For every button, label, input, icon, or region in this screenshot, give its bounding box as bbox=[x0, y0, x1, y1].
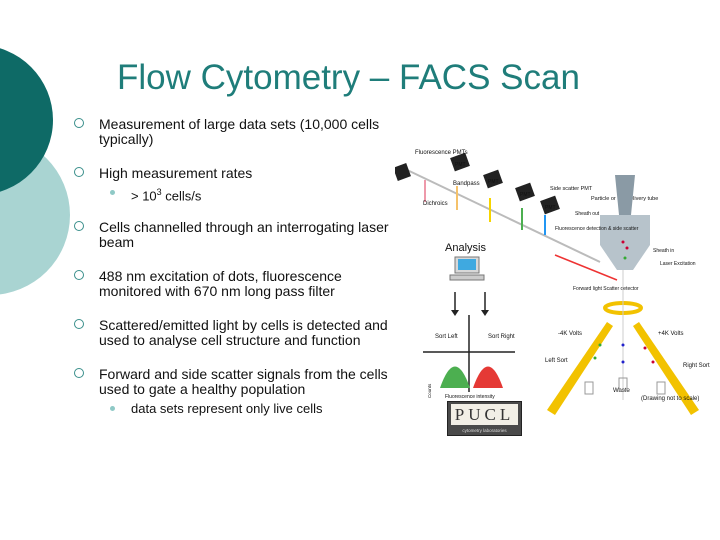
flow-cell bbox=[600, 175, 650, 270]
bullet-marker-icon bbox=[74, 319, 84, 330]
pmt-label: PMT bbox=[455, 162, 466, 168]
side-scatter-pmt-label: Side scatter PMT bbox=[550, 186, 593, 192]
facs-diagram: PMT PMT PMT PMT Fluorescence PMTs Bandpa… bbox=[395, 150, 710, 415]
pmt-label: PMT bbox=[488, 179, 499, 185]
left-sort-label: Left Sort bbox=[545, 358, 568, 364]
bullet-item: 488 nm excitation of dots, fluorescence … bbox=[74, 269, 404, 299]
pmt-label: PMT bbox=[545, 205, 556, 211]
pmt-detectors: PMT PMT PMT PMT bbox=[395, 152, 560, 215]
bullet-list: Measurement of large data sets (10,000 c… bbox=[74, 117, 404, 416]
bullet-item: Scattered/emitted light by cells is dete… bbox=[74, 318, 404, 348]
sort-right-label: Sort Right bbox=[488, 334, 515, 340]
bullet-marker-icon bbox=[74, 368, 84, 379]
pucl-logo: PUCL cytometry laboratories bbox=[447, 401, 522, 436]
neg-volts-label: -4K Volts bbox=[558, 331, 582, 337]
fluor-intensity-label: Fluorescence intensity bbox=[445, 394, 495, 400]
sub-bullet-item: > 103 cells/s bbox=[74, 185, 404, 203]
computer-icon bbox=[449, 256, 485, 281]
laser-excitation-label: Laser Excitation bbox=[660, 261, 696, 267]
sheath-out-label: Sheath out bbox=[575, 211, 600, 217]
bandpass-label: Bandpass bbox=[453, 181, 480, 187]
sort-left-label: Sort Left bbox=[435, 334, 458, 340]
bullet-marker-icon bbox=[74, 118, 84, 128]
right-sort-label: Right Sort bbox=[683, 363, 710, 369]
pos-volts-label: +4K Volts bbox=[658, 331, 684, 337]
bullet-marker-icon bbox=[74, 221, 84, 232]
bullet-marker-icon bbox=[74, 167, 84, 177]
slide-title: Flow Cytometry – FACS Scan bbox=[117, 58, 580, 97]
sheath-in-label: Sheath in bbox=[653, 248, 674, 254]
dichroics-label: Dichroics bbox=[423, 201, 448, 207]
bullet-marker-icon bbox=[74, 270, 84, 281]
bullet-item: High measurement rates bbox=[74, 166, 404, 181]
sub-bullet-marker-icon bbox=[110, 406, 115, 412]
not-to-scale-label: (Drawing not to scale) bbox=[641, 396, 699, 402]
forward-light-label: Forward light Scatter detector bbox=[573, 286, 639, 292]
waste-label: Waste bbox=[613, 388, 630, 394]
fluorescence-pmts-label: Fluorescence PMTs bbox=[415, 150, 468, 156]
sub-bullet-marker-icon bbox=[110, 190, 115, 195]
counts-label: Counts bbox=[427, 383, 432, 398]
analysis-label: Analysis bbox=[445, 242, 486, 254]
bullet-item: Cells channelled through an interrogatin… bbox=[74, 220, 404, 250]
bullet-item: Forward and side scatter signals from th… bbox=[74, 367, 404, 397]
decorative-circles bbox=[0, 48, 70, 295]
sub-bullet-item: data sets represent only live cells bbox=[74, 401, 404, 416]
fluor-detection-label: Fluorescence detection & side scatter bbox=[555, 226, 639, 232]
pmt-label: PMT bbox=[520, 192, 531, 198]
bullet-item: Measurement of large data sets (10,000 c… bbox=[74, 117, 404, 147]
